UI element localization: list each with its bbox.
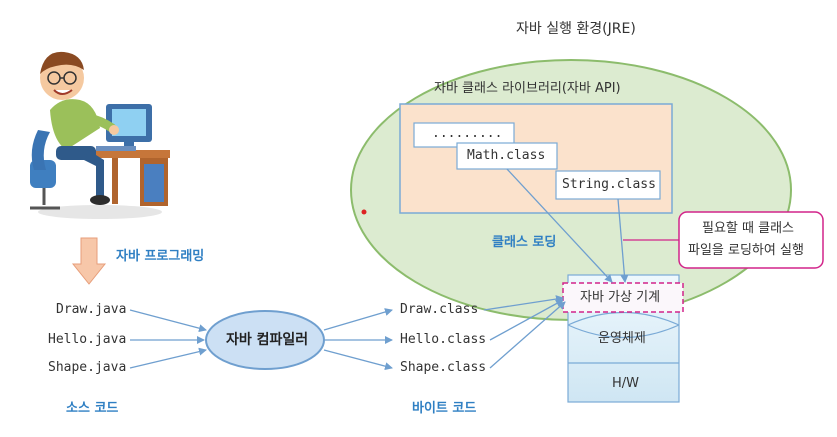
- arrow-shape-class-jvm: [489, 301, 566, 369]
- jre-dot-marker: [361, 209, 367, 215]
- class-loading-label: 클래스 로딩: [492, 235, 557, 250]
- api-item-math: Math.class: [467, 148, 546, 163]
- source-file-draw: Draw.java: [56, 302, 127, 317]
- down-arrow: [71, 237, 107, 285]
- api-item-ellipsis: .........: [432, 126, 503, 141]
- api-title: 자바 클래스 라이브러리(자바 API): [434, 81, 621, 96]
- arrow-draw-java: [129, 309, 207, 333]
- arrow-compiler-draw: [323, 308, 393, 331]
- source-file-shape: Shape.java: [48, 360, 127, 375]
- arrow-math-jvm: [506, 168, 613, 283]
- callout-line-2: 파일을 로딩하여 실행: [688, 243, 804, 258]
- jvm-label: 자바 가상 기계: [580, 290, 661, 305]
- api-item-box-string: [555, 170, 661, 200]
- bytecode-file-shape: Shape.class: [400, 360, 487, 375]
- arrow-hello-class-jvm: [489, 299, 564, 341]
- os-label: 운영체제: [598, 331, 646, 346]
- bytecode-file-hello: Hello.class: [400, 332, 487, 347]
- bytecode-label: 바이트 코드: [412, 401, 477, 416]
- callout-line-1: 필요할 때 클래스: [702, 221, 794, 236]
- source-code-label: 소스 코드: [66, 401, 119, 416]
- api-item-string: String.class: [562, 177, 656, 192]
- source-file-hello: Hello.java: [48, 332, 127, 347]
- arrow-shape-java: [129, 347, 207, 369]
- compiler-label: 자바 컴파일러: [226, 332, 309, 348]
- jre-title: 자바 실행 환경(JRE): [516, 21, 636, 37]
- hw-label: H/W: [612, 376, 640, 391]
- bytecode-file-draw: Draw.class: [400, 302, 479, 317]
- arrow-string-jvm: [617, 198, 629, 283]
- programmer-illustration: [30, 51, 170, 219]
- arrow-compiler-shape: [323, 349, 393, 371]
- programming-caption: 자바 프로그래밍: [116, 249, 205, 264]
- arrow-draw-class-jvm: [483, 295, 564, 311]
- callout-bubble: [623, 211, 824, 269]
